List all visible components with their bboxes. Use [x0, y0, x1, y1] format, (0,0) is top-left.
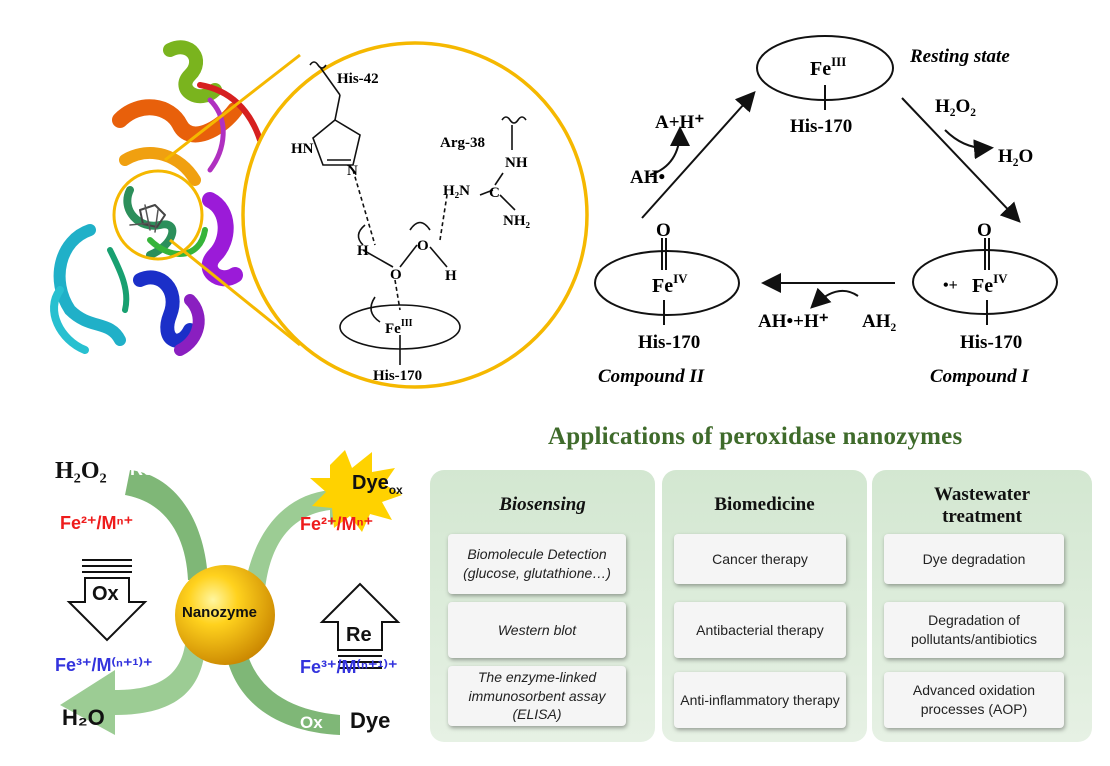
active-site-zoom: His-42 HN N Arg-38 NH H₂N C NH₂ H O O H …	[241, 41, 589, 389]
compound2-oxo: O	[656, 220, 671, 241]
c-label: C	[489, 185, 500, 201]
biomedicine-title: Biomedicine	[714, 494, 815, 515]
wastewater-title: Wastewater	[933, 484, 1031, 505]
nh2-label: NH₂	[503, 213, 531, 229]
resting-state-label: Resting state	[909, 46, 1010, 67]
fe-label: FeIII	[385, 318, 413, 337]
fe-reduced-left: Fe²⁺/Mⁿ⁺	[60, 513, 134, 533]
to-water-arrow	[60, 645, 205, 735]
biosensing-item-1: Biomolecule Detection (glucose, glutathi…	[448, 534, 626, 594]
wastewater-item-3: Advanced oxidation processes (AOP)	[884, 672, 1064, 728]
ah2-label: AH₂	[862, 311, 897, 332]
n-label: N	[347, 163, 358, 179]
compound1-fe: FeIV	[972, 271, 1008, 297]
h1-label: H	[357, 243, 369, 259]
dye-ox-label: Dyeox	[352, 472, 403, 497]
re-curved-arrow	[125, 470, 208, 580]
compound1-label: Compound I	[930, 366, 1029, 387]
resting-fe: FeIII	[810, 54, 846, 80]
mech-h2o2: H₂O₂	[55, 458, 107, 484]
fe-reduced-right: Fe²⁺/Mⁿ⁺	[300, 514, 374, 534]
fe-oxidized-left: Fe³⁺/M⁽ⁿ⁺¹⁾⁺	[55, 655, 153, 675]
resting-his170: His-170	[790, 116, 852, 137]
compound1-his170: His-170	[960, 332, 1022, 353]
nanozyme-label: Nanozyme	[182, 604, 258, 621]
his170-label: His-170	[373, 368, 422, 384]
a-h-label: A+H⁺	[655, 112, 704, 133]
biomedicine-column: Biomedicine Cancer therapy Antibacterial…	[662, 470, 867, 742]
fe-oxidized-right: Fe³⁺/M⁽ⁿ⁺¹⁾⁺	[300, 657, 398, 677]
ox-arrow-label: Ox	[92, 583, 119, 605]
re-arrow-label: Re	[346, 624, 372, 646]
wastewater-column: Wastewater treatment Dye degradation Deg…	[872, 470, 1092, 742]
ox-curved-arrow	[225, 645, 340, 735]
biomedicine-item-2: Antibacterial therapy	[674, 602, 846, 658]
wastewater-item-2: Degradation of pollutants/antibiotics	[884, 602, 1064, 658]
h2o2-label: H₂O₂	[935, 96, 976, 117]
biomedicine-item-1: Cancer therapy	[674, 534, 846, 584]
compound1-radical: •+	[943, 277, 958, 294]
hn-label: HN	[291, 141, 314, 157]
nh-label: NH	[505, 155, 528, 171]
nanozyme-sphere	[175, 565, 275, 665]
compound2-his170: His-170	[638, 332, 700, 353]
ah-radical-h-label: AH•+H⁺	[758, 311, 829, 332]
re-top-label: Re	[130, 459, 154, 479]
biosensing-item-2: Western blot	[448, 602, 626, 658]
protein-structure-illustration	[50, 40, 263, 356]
biosensing-column: Biosensing Biomolecule Detection (glucos…	[430, 470, 655, 742]
mech-h2o: H₂O	[62, 705, 105, 730]
wastewater-title-2: treatment	[942, 506, 1022, 527]
h2o-label: H₂O	[998, 146, 1033, 167]
compound2-fe: FeIV	[652, 271, 688, 297]
h2-label: H	[445, 268, 457, 284]
catalytic-cycle: FeIII Resting state His-170 H₂O₂ H₂O O •…	[594, 35, 1058, 387]
compound1-oxo: O	[977, 220, 992, 241]
o1-label: O	[390, 267, 402, 283]
o2-label: O	[417, 238, 429, 254]
nanozyme-mechanism	[60, 450, 402, 735]
h2n-label: H₂N	[443, 183, 470, 199]
wastewater-item-1: Dye degradation	[884, 534, 1064, 584]
his42-label: His-42	[337, 71, 379, 87]
ah-radical-label: AH•	[630, 167, 665, 188]
biomedicine-item-3: Anti-inflammatory therapy	[674, 672, 846, 728]
ox-bottom-label: Ox	[300, 713, 323, 732]
compound2-label: Compound II	[598, 366, 705, 387]
mech-dye: Dye	[350, 708, 391, 733]
biosensing-item-3: The enzyme-linked immunosorbent assay (E…	[448, 666, 626, 726]
biosensing-title: Biosensing	[499, 494, 586, 515]
dye-ox-burst	[310, 450, 402, 532]
applications-title: Applications of peroxidase nanozymes	[548, 423, 963, 450]
arg38-label: Arg-38	[440, 135, 485, 151]
